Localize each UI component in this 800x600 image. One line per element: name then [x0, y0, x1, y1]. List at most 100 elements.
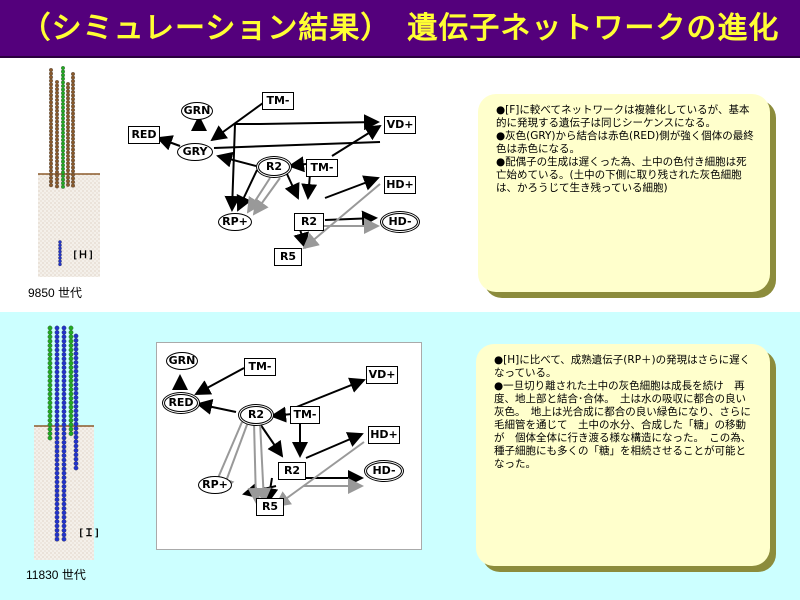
root-cell: [58, 259, 62, 263]
root-cell: [54, 470, 60, 476]
root-cell: [58, 256, 62, 260]
stem-cell: [68, 347, 74, 353]
stem-cell: [47, 382, 53, 388]
root-cell: [73, 342, 79, 348]
root-cell: [54, 325, 60, 331]
stem-cell: [49, 140, 53, 144]
stem-cell: [61, 152, 65, 157]
stem-cell: [61, 130, 65, 135]
root-cell: [73, 364, 79, 370]
bottom-panel: [Ｉ] 11830 世代 GRN TM-: [0, 312, 800, 600]
stem-cell: [71, 111, 75, 116]
stem-cell: [55, 152, 59, 156]
root-cell: [61, 404, 67, 410]
node-grn-top: GRN: [181, 102, 213, 120]
stem-cell: [66, 161, 70, 166]
stem-cell: [61, 127, 65, 132]
note-bottom-line-2: ●一旦切り離された土中の灰色細胞は成長を続け 再度、地上部と結合･合体。 土は水…: [494, 380, 752, 470]
stem-cell: [47, 352, 53, 357]
root-cell: [54, 479, 60, 485]
stem-cell: [61, 116, 65, 121]
stem-cell: [49, 82, 53, 87]
stem-cell: [49, 93, 53, 98]
stem-cell: [49, 78, 53, 83]
root-cell: [61, 435, 67, 441]
stem-cell: [61, 105, 65, 110]
stem-cell: [71, 169, 75, 174]
stem-cell: [66, 139, 70, 144]
stem-cell: [71, 133, 75, 138]
stem-cell: [61, 138, 65, 142]
root-cell: [54, 396, 60, 401]
stem-cell: [47, 325, 53, 331]
node-hd-minus-bottom: HD-: [364, 460, 404, 482]
root-cell: [73, 404, 79, 409]
stem-cell: [49, 129, 53, 134]
stem-cell: [55, 173, 59, 178]
root-cell: [54, 400, 60, 406]
node-tm2-bottom: TM-: [290, 406, 320, 424]
root-cell: [54, 382, 60, 388]
stem-cell: [71, 129, 75, 134]
stem-cell: [68, 404, 74, 410]
stem-cell: [71, 100, 75, 105]
root-cell: [61, 325, 67, 331]
stem-cell: [55, 184, 59, 189]
node-gry-top: GRY: [177, 143, 213, 161]
stem-cell: [49, 118, 53, 123]
stem-cell: [68, 418, 74, 423]
stem-cell: [61, 163, 65, 168]
root-cell: [61, 448, 67, 454]
root-cell: [61, 422, 67, 428]
stem-cell: [66, 172, 70, 176]
root-cell: [54, 347, 60, 353]
stem-cell: [47, 360, 53, 366]
root-cell: [54, 532, 60, 538]
stem-cell: [68, 396, 74, 401]
node-r2-top-b: R2: [294, 213, 324, 231]
stem-cell: [66, 182, 70, 187]
stem-cell: [71, 140, 75, 145]
stem-cell: [68, 391, 74, 397]
root-cell: [61, 352, 67, 357]
root-cell: [54, 466, 60, 472]
stem-cell: [61, 134, 65, 139]
stem-cell: [66, 125, 70, 130]
stem-cell: [61, 184, 65, 189]
root-cell: [73, 390, 79, 396]
root-cell: [54, 448, 60, 454]
generation-label-bottom: 11830 世代: [26, 568, 86, 582]
note-bottom-line-1: ●[H]に比べて、成熟遺伝子(RP＋)の発現はさらに遅くなっている。: [494, 354, 751, 379]
note-top-line-3: ●配偶子の生成は遅くった為、土中の色付き細胞は死亡始めている。(土中の下側に取り…: [496, 156, 747, 194]
root-cell: [54, 444, 60, 450]
stem-cell: [66, 114, 70, 119]
title-bar: （シミュレーション結果） 遺伝子ネットワークの進化: [0, 0, 800, 58]
stem-cell: [66, 157, 70, 162]
stem-cell: [55, 123, 59, 128]
note-top-line-1: ●[F]に較べてネットワークは複雑化しているが、基本的に発現する遺伝子は同じシー…: [496, 104, 750, 129]
stem-cell: [47, 400, 53, 406]
root-cell: [61, 387, 67, 392]
stem-cell: [68, 400, 74, 406]
stem-cell: [55, 170, 59, 174]
root-cell: [54, 440, 60, 445]
stem-cell: [66, 150, 70, 155]
stem-cell: [47, 338, 53, 344]
stem-cell: [47, 435, 53, 441]
root-cell: [54, 422, 60, 428]
plant-illustration-bottom: [34, 325, 94, 560]
root-cell: [73, 333, 79, 339]
stem-cell: [49, 96, 53, 101]
stem-cell: [55, 80, 59, 84]
root-cell: [54, 523, 60, 529]
stem-cell: [47, 404, 53, 410]
stem-cell: [66, 118, 70, 122]
plant-tag-bottom: [Ｉ]: [78, 528, 101, 539]
root-cell: [54, 404, 60, 410]
root-cell: [54, 391, 60, 397]
root-cell: [73, 395, 79, 400]
stem-cell: [49, 179, 53, 184]
root-cell: [61, 382, 67, 388]
root-cell: [54, 369, 60, 375]
stem-cell: [61, 109, 65, 114]
